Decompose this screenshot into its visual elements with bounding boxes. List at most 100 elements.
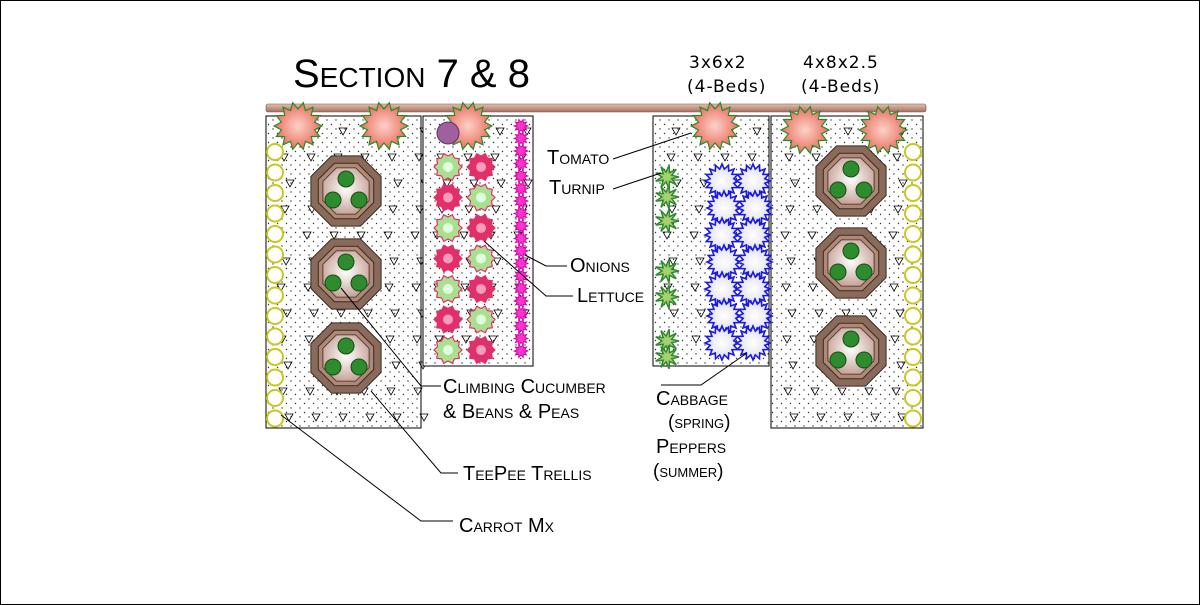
onion-plant bbox=[512, 168, 530, 184]
soil-marker bbox=[812, 205, 822, 214]
soil-marker bbox=[699, 179, 709, 188]
soil-marker bbox=[389, 257, 399, 266]
soil-marker bbox=[690, 283, 700, 292]
carrot-plant bbox=[266, 184, 284, 202]
leader-onions bbox=[524, 254, 567, 267]
onion-plant bbox=[512, 193, 530, 209]
tomato-plant bbox=[779, 105, 831, 155]
soil-marker bbox=[388, 205, 398, 214]
soil-marker bbox=[691, 335, 701, 344]
cabbage-plant bbox=[734, 270, 772, 308]
soil-marker bbox=[864, 387, 874, 396]
leader-lettuce bbox=[483, 240, 573, 297]
purple-plant bbox=[436, 121, 460, 145]
onion-plant bbox=[512, 305, 530, 322]
soil-marker bbox=[696, 309, 706, 318]
soil-marker bbox=[493, 309, 503, 318]
label-cabbage-season: (spring) bbox=[668, 412, 731, 433]
soil-marker bbox=[360, 153, 370, 162]
soil-marker bbox=[329, 231, 339, 240]
soil-marker bbox=[666, 153, 676, 162]
soil-marker bbox=[752, 127, 762, 136]
soil-marker bbox=[843, 413, 853, 422]
soil-marker bbox=[669, 309, 679, 318]
lettuce-center bbox=[476, 162, 486, 172]
climbing-plant bbox=[829, 181, 847, 199]
lettuce-center bbox=[476, 253, 486, 264]
lettuce-center bbox=[443, 223, 453, 233]
soil-marker bbox=[306, 153, 316, 162]
soil-marker bbox=[415, 205, 425, 214]
label-turnip: Turnip bbox=[549, 177, 605, 199]
turnip-plant bbox=[655, 344, 680, 370]
soil-marker bbox=[780, 231, 790, 240]
label-peppers: Peppers bbox=[656, 436, 726, 458]
lettuce-center bbox=[443, 162, 453, 172]
cabbage-plant bbox=[703, 324, 741, 362]
soil-marker bbox=[788, 361, 798, 370]
turnip-plant bbox=[655, 284, 680, 310]
soil-marker bbox=[667, 205, 677, 214]
soil-marker bbox=[460, 283, 470, 292]
soil-marker bbox=[390, 309, 400, 318]
lettuce-center bbox=[443, 253, 453, 264]
climbing-plant bbox=[855, 263, 873, 281]
soil-marker bbox=[305, 387, 315, 396]
onion-plant bbox=[512, 155, 530, 172]
onion-plant bbox=[512, 255, 530, 272]
soil-marker bbox=[363, 309, 373, 318]
lettuce-center bbox=[443, 192, 453, 203]
soil-marker bbox=[391, 361, 401, 370]
soil-marker bbox=[870, 413, 880, 422]
soil-marker bbox=[383, 231, 393, 240]
label-teepee-trellis: TeePee Trellis bbox=[463, 463, 592, 485]
soil-marker bbox=[387, 153, 397, 162]
onion-plant bbox=[512, 118, 530, 134]
climbing-plant bbox=[842, 160, 860, 178]
soil-marker bbox=[283, 361, 293, 370]
soil-marker bbox=[311, 413, 321, 422]
climbing-plant bbox=[855, 351, 873, 369]
onion-plant bbox=[512, 343, 530, 359]
soil-marker bbox=[868, 309, 878, 318]
soil-marker bbox=[393, 179, 403, 188]
carrot-plant bbox=[266, 163, 284, 182]
soil-marker bbox=[785, 205, 795, 214]
label-cabbage: Cabbage bbox=[656, 388, 728, 410]
lettuce-center bbox=[476, 192, 486, 203]
soil-marker bbox=[662, 231, 672, 240]
leader-cabbage bbox=[661, 352, 748, 386]
cabbage-plant bbox=[734, 216, 772, 254]
climbing-plant bbox=[350, 274, 368, 292]
onion-plant bbox=[512, 180, 530, 197]
carrot-plant bbox=[266, 409, 284, 428]
carrot-plant bbox=[904, 368, 922, 387]
soil-marker bbox=[414, 153, 424, 162]
lettuce-center bbox=[476, 223, 486, 233]
carrot-plant bbox=[904, 143, 922, 161]
carrot-plant bbox=[266, 327, 284, 346]
leader-turnip bbox=[612, 172, 662, 190]
onion-plant bbox=[512, 243, 530, 259]
carrot-plant bbox=[904, 307, 922, 325]
climbing-plant bbox=[842, 242, 860, 260]
carrot-plant bbox=[266, 245, 284, 264]
label-beans-peas: & Beans & Peas bbox=[443, 401, 579, 423]
onion-plant bbox=[512, 205, 530, 222]
soil-marker bbox=[284, 413, 294, 422]
trellis-beam bbox=[265, 103, 927, 113]
onion-plant bbox=[512, 293, 530, 309]
cabbage-plant bbox=[736, 243, 774, 281]
soil-marker bbox=[663, 283, 673, 292]
soil-marker bbox=[411, 283, 421, 292]
soil-marker bbox=[469, 179, 479, 188]
carrot-plant bbox=[904, 245, 922, 264]
leader-tomato bbox=[612, 132, 692, 160]
soil-marker bbox=[434, 335, 444, 344]
soil-marker bbox=[694, 205, 704, 214]
carrot-plant bbox=[266, 348, 284, 366]
soil-marker bbox=[442, 179, 452, 188]
onion-plant bbox=[512, 218, 530, 234]
lettuce-center bbox=[443, 345, 453, 355]
climbing-plant bbox=[350, 191, 368, 209]
